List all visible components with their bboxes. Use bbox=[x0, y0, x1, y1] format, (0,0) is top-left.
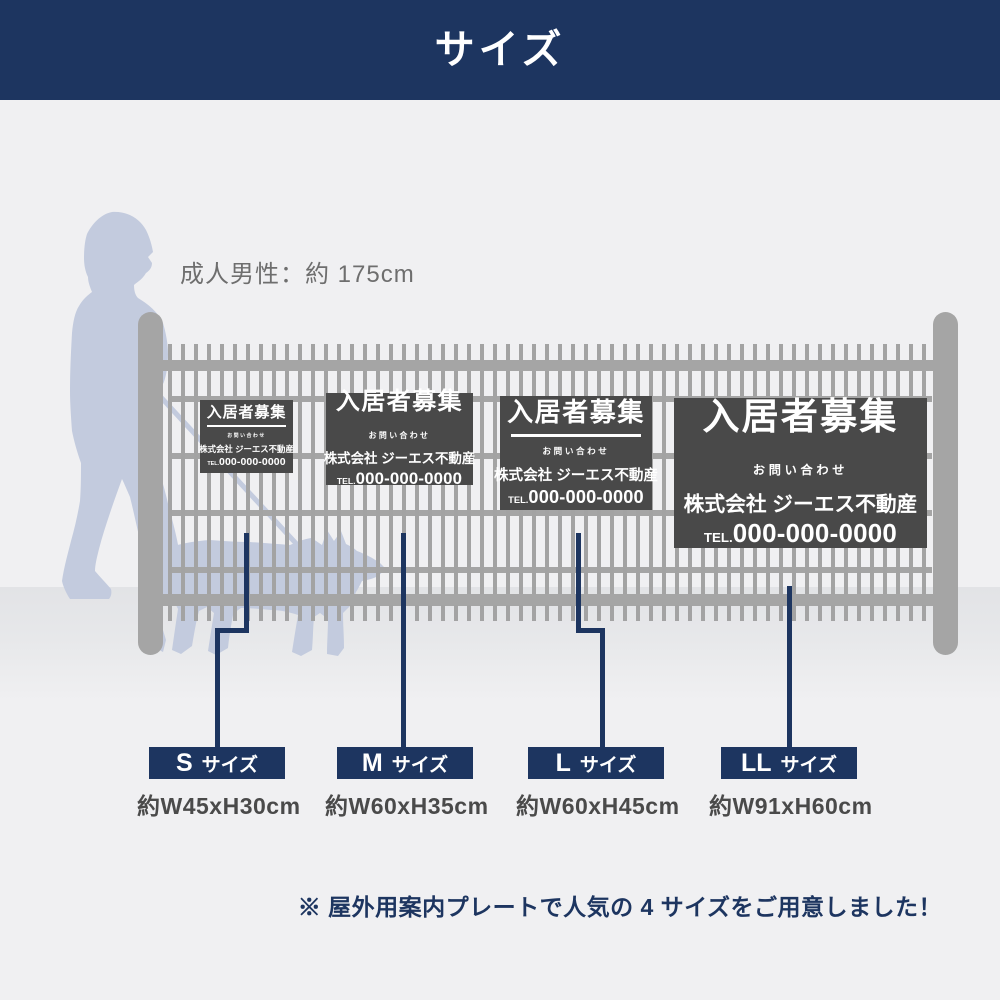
size-label-l: L サイズ bbox=[528, 747, 664, 779]
size-group-m: M サイズ 約W60xH35cm bbox=[325, 747, 489, 821]
size-dimension: 約W60xH45cm bbox=[516, 793, 680, 819]
tel-prefix: TEL. bbox=[508, 494, 529, 505]
tel-number: 000-000-0000 bbox=[219, 456, 286, 469]
sign-contact-label: お問い合わせ bbox=[368, 431, 431, 441]
size-suffix: サイズ bbox=[579, 754, 637, 776]
footnote: ※ 屋外用案内プレートで人気の 4 サイズをご用意しました！ bbox=[297, 894, 942, 920]
section-header: サイズ bbox=[0, 0, 1000, 100]
sign-contact-label: お問い合わせ bbox=[542, 446, 610, 457]
size-letter: S bbox=[175, 748, 193, 777]
size-dimension: 約W91xH60cm bbox=[709, 793, 873, 819]
size-suffix: サイズ bbox=[391, 754, 449, 776]
tel-prefix: TEL. bbox=[336, 475, 356, 486]
sign-phone: TEL.000-000-0000 bbox=[508, 487, 644, 508]
sign-phone: TEL.000-000-0000 bbox=[337, 469, 462, 489]
fence-post-left bbox=[138, 312, 163, 655]
sign-divider bbox=[206, 425, 287, 428]
sign-contact-label: お問い合わせ bbox=[752, 463, 849, 478]
connector-s bbox=[215, 628, 249, 633]
size-letter: L bbox=[555, 748, 571, 777]
sign-title: 入居者募集 bbox=[507, 397, 645, 428]
size-suffix: サイズ bbox=[780, 754, 837, 776]
size-dimension: 約W60xH35cm bbox=[325, 793, 489, 819]
connector-s bbox=[244, 533, 249, 633]
sign-sample-l: 入居者募集 お問い合わせ 株式会社 ジーエス不動産 TEL.000-000-00… bbox=[494, 396, 658, 510]
sign-company-name: 株式会社 ジーエス不動産 bbox=[493, 467, 659, 484]
sign-title: 入居者募集 bbox=[335, 388, 464, 416]
connector-l bbox=[576, 533, 581, 633]
size-suffix: サイズ bbox=[201, 754, 259, 776]
fence-rail-top bbox=[163, 360, 933, 371]
tel-number: 000-000-0000 bbox=[355, 468, 463, 488]
size-dimension: 約W45xH30cm bbox=[137, 793, 301, 819]
tel-number: 000-000-0000 bbox=[528, 486, 644, 507]
sign-company-name: 株式会社 ジーエス不動産 bbox=[199, 444, 294, 455]
connector-l bbox=[576, 628, 605, 633]
tel-prefix: TEL. bbox=[207, 461, 220, 468]
connector-m bbox=[401, 533, 406, 747]
size-letter: M bbox=[361, 748, 383, 777]
sign-title: 入居者募集 bbox=[702, 396, 899, 438]
connector-l bbox=[600, 628, 605, 747]
sign-sample-ll: 入居者募集 お問い合わせ 株式会社 ジーエス不動産 TEL.000-000-00… bbox=[674, 396, 927, 549]
size-letter: LL bbox=[741, 748, 772, 777]
sign-phone: TEL.000-000-0000 bbox=[207, 456, 285, 468]
sign-phone: TEL.000-000-0000 bbox=[704, 520, 897, 549]
size-label-ll: LL サイズ bbox=[721, 747, 857, 779]
sign-title: 入居者募集 bbox=[206, 403, 287, 421]
connector-s bbox=[215, 628, 220, 747]
connector-ll bbox=[787, 586, 792, 747]
fence-rail-bottom bbox=[163, 594, 933, 606]
sign-company-name: 株式会社 ジーエス不動産 bbox=[323, 450, 476, 466]
sign-sample-m: 入居者募集 お問い合わせ 株式会社 ジーエス不動産 TEL.000-000-00… bbox=[323, 388, 476, 487]
fence-ticks-bottom bbox=[168, 605, 932, 621]
size-label-m: M サイズ bbox=[337, 747, 473, 779]
section-title: サイズ bbox=[434, 28, 566, 72]
fence-ticks-top bbox=[168, 344, 932, 361]
size-group-s: S サイズ 約W45xH30cm bbox=[137, 747, 301, 821]
size-label-s: S サイズ bbox=[149, 747, 285, 779]
reference-height-label: 成人男性：約 175cm bbox=[180, 261, 415, 288]
size-group-ll: LL サイズ 約W91xH60cm bbox=[709, 747, 873, 821]
sign-divider bbox=[510, 433, 642, 437]
sign-contact-label: お問い合わせ bbox=[227, 434, 266, 440]
size-group-l: L サイズ 約W60xH45cm bbox=[516, 747, 680, 821]
tel-prefix: TEL. bbox=[703, 529, 733, 545]
tel-number: 000-000-0000 bbox=[732, 519, 898, 548]
sign-company-name: 株式会社 ジーエス不動産 bbox=[683, 492, 918, 516]
sign-sample-s: 入居者募集 お問い合わせ 株式会社 ジーエス不動産 TEL.000-000-00… bbox=[199, 400, 294, 473]
fence-post-right bbox=[933, 312, 958, 655]
